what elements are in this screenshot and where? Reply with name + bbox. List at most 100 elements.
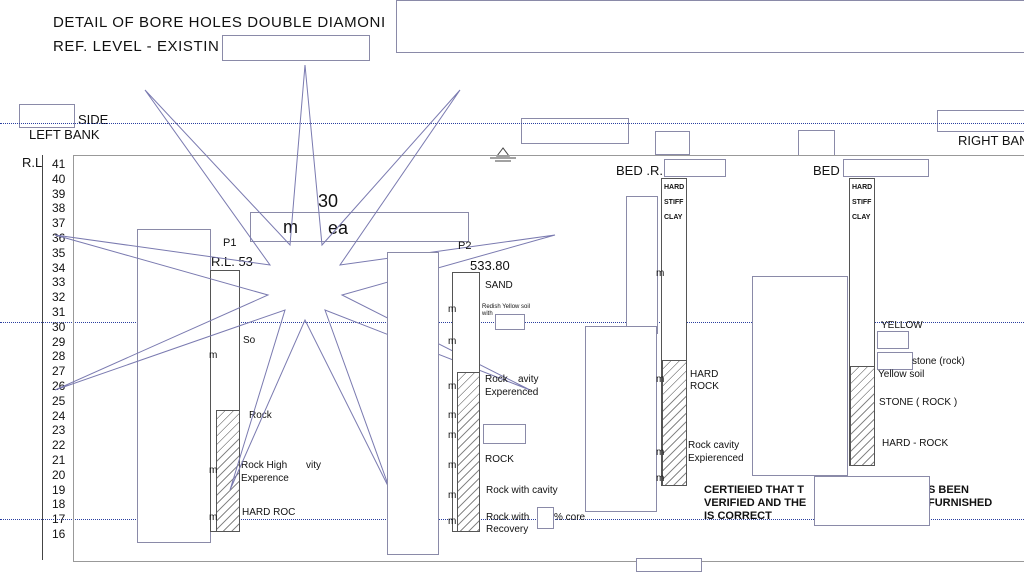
- p2-layer-sand: SAND: [485, 280, 513, 291]
- dotted-line-bottom: [0, 519, 1024, 520]
- p2-mark-7: m: [448, 490, 457, 501]
- cert-line-1a: CERTIEIED THAT T: [704, 484, 805, 496]
- bed2-layer-stone-rock: stone (rock): [912, 356, 965, 367]
- p2-small-box: [495, 314, 525, 330]
- drawing-frame: [73, 155, 1024, 562]
- p1-mark-1: m: [209, 350, 218, 361]
- bed2-small-box-2: [877, 352, 913, 370]
- bed1-label: BED .R.L: [616, 163, 671, 178]
- rl-tick-label: 31: [52, 304, 66, 319]
- header-right-box: [396, 0, 1024, 53]
- rl-tick-label: 16: [52, 526, 66, 541]
- p2-rock-hatch: [457, 372, 480, 532]
- bed2-layer-yellow: YELLOW: [881, 320, 923, 331]
- cert-line-1b: S BEEN: [928, 484, 969, 496]
- water-mark-box: [521, 118, 629, 144]
- rl-tick-label: 28: [52, 349, 66, 364]
- rl-tick-label: 41: [52, 157, 66, 171]
- cert-line-2b: FURNISHED: [928, 497, 993, 509]
- bed2-small-box-1: [877, 331, 909, 349]
- title-line-2: REF. LEVEL - EXISTIN: [53, 38, 220, 55]
- bottom-strip-box: [636, 558, 702, 572]
- right-mask-box: [937, 110, 1024, 132]
- p2-core-box: [537, 507, 554, 529]
- big-label-30: 30: [318, 191, 339, 211]
- p2-mark-5: m: [448, 430, 457, 441]
- bed1-mark-3: m: [656, 447, 665, 458]
- p2-mark-4: m: [448, 410, 457, 421]
- rl-tick-label: 22: [52, 438, 66, 453]
- p2-mark-8: m: [448, 516, 457, 527]
- rl-tick-label: 38: [52, 201, 66, 216]
- left-bank-label: LEFT BANK: [29, 127, 100, 142]
- rl-tick-label: 33: [52, 275, 66, 290]
- rl-tick-label: 21: [52, 452, 66, 467]
- p2-layer-recovery: Recovery: [486, 524, 529, 535]
- p2-layer-rock-cavity: Rock with cavity: [486, 485, 558, 496]
- rl-tick-label: 37: [52, 216, 66, 231]
- bed1-top-stiff: STIFF: [664, 199, 684, 206]
- p1-layer-experence: Experence: [241, 473, 289, 484]
- rl-tick-label: 30: [52, 319, 66, 334]
- bed1-top-clay: CLAY: [664, 214, 683, 221]
- bed1-layer-rock: ROCK: [690, 381, 719, 392]
- big-label-m: m: [283, 217, 298, 237]
- bed2-rock-hatch: [850, 366, 875, 466]
- rl-tick-label: 24: [52, 408, 66, 423]
- bed2-label: BED: [813, 163, 840, 178]
- cert-line-2a: VERIFIED AND THE: [704, 497, 807, 509]
- p2-mid-box: [483, 424, 526, 444]
- title-line-1: DETAIL OF BORE HOLES DOUBLE DIAMONI: [53, 14, 386, 31]
- rl-tick-label: 36: [52, 230, 66, 245]
- cert-mask-box: [814, 476, 930, 526]
- rl-tick-label: 32: [52, 290, 66, 305]
- rl-tick-label: 19: [52, 482, 66, 497]
- top-small-box-2: [798, 130, 835, 156]
- bed2-top-hard: HARD: [852, 184, 873, 191]
- p2-layer-rock-2: ROCK: [485, 454, 514, 465]
- top-small-box-1: [655, 131, 690, 155]
- p2-layer-experenced: Experenced: [485, 387, 539, 398]
- bed2-layer-yellow-soil: Yellow soil: [878, 369, 925, 380]
- bed2-top-stiff: STIFF: [852, 199, 872, 206]
- bed1-tall-box: [626, 196, 658, 334]
- water-level-icon: [490, 147, 516, 162]
- p2-layer-redish: Redish Yellow soil: [482, 304, 531, 310]
- rl-tick-label: 25: [52, 393, 66, 408]
- bed2-top-clay: CLAY: [852, 214, 871, 221]
- bed1-mark-1: m: [656, 268, 665, 279]
- p2-layer-core: % core: [554, 512, 586, 523]
- title-mask-box: [222, 35, 370, 61]
- p2-mark-6: m: [448, 460, 457, 471]
- bed2-layer-stone: STONE ( ROCK ): [879, 397, 958, 408]
- p2-mark-3: m: [448, 381, 457, 392]
- p2-layer-rock-with: Rock with: [486, 512, 530, 523]
- rl-tick-label: 40: [52, 171, 66, 186]
- rl-tick-label: 23: [52, 423, 66, 438]
- p2-rl: 533.80: [470, 258, 510, 273]
- p1-name: P1: [223, 237, 237, 249]
- p1-mask-box: [137, 229, 211, 543]
- rl-tick-label: 18: [52, 497, 66, 512]
- rl-tick-label: 34: [52, 260, 66, 275]
- rl-tick-label: 35: [52, 245, 66, 260]
- axis-line: [42, 155, 43, 560]
- p1-mark-3: m: [209, 512, 218, 523]
- bed1-lower-box: [585, 326, 657, 512]
- p2-layer-with: with: [482, 311, 493, 317]
- rl-tick-label: 29: [52, 334, 66, 349]
- p2-mark-2: m: [448, 336, 457, 347]
- p2-name: P2: [458, 240, 472, 252]
- cert-line-3: IS CORRECT: [704, 510, 772, 522]
- bed1-mask-box: [664, 159, 726, 177]
- right-bank-label: RIGHT BAN: [958, 133, 1024, 148]
- bed1-layer-cavity: Rock cavity: [688, 440, 740, 451]
- rl-tick-label: 20: [52, 467, 66, 482]
- bed2-large-box: [752, 276, 848, 476]
- p1-layer-rock-high: Rock High: [241, 460, 288, 471]
- bed2-layer-hard-rock: HARD - ROCK: [882, 438, 949, 449]
- bed2-mask-box: [843, 159, 929, 177]
- bed1-mark-2: m: [656, 374, 665, 385]
- p1-layer-rock: Rock: [249, 410, 272, 421]
